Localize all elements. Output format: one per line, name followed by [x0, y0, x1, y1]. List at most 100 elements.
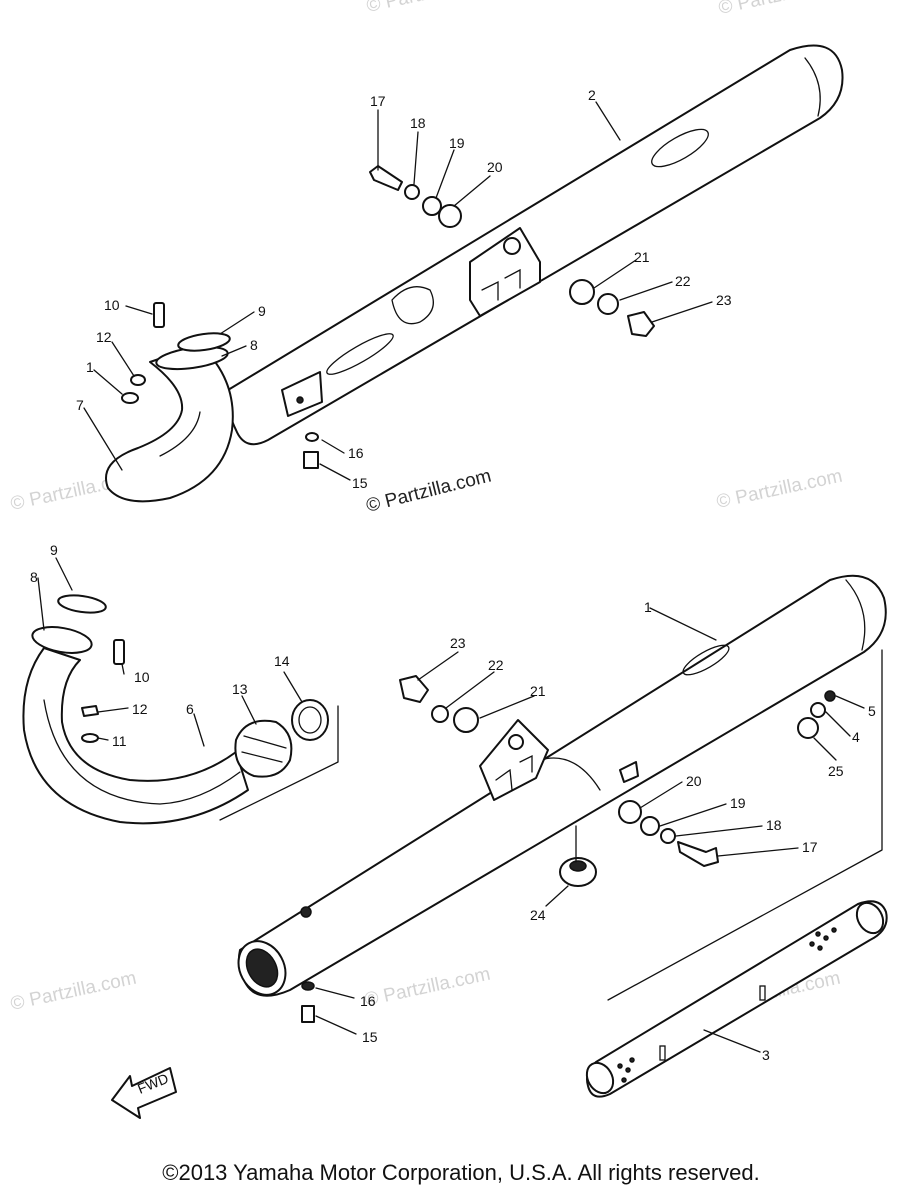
- callout-lower-5: 5: [868, 703, 876, 719]
- baffle-tube-3: [586, 900, 888, 1098]
- callout-upper-10: 10: [104, 297, 120, 313]
- lower-gasket-9: [57, 594, 107, 614]
- callout-lower-4: 4: [852, 729, 860, 745]
- callout-upper-21: 21: [634, 249, 650, 265]
- lower-washer-16: [301, 981, 315, 991]
- watermark-top-center: © Partzilla.com: [365, 0, 495, 17]
- callout-lower-3: 3: [762, 1047, 770, 1063]
- callout-upper-1: 1: [86, 359, 94, 375]
- lower-grommet-24-hole: [569, 860, 587, 872]
- callout-lower-19: 19: [730, 795, 746, 811]
- lower-leader-lines: [37, 557, 865, 1053]
- callout-upper-20: 20: [487, 159, 503, 175]
- lower-bolt-17: [677, 841, 719, 867]
- fwd-arrow-icon: [111, 1067, 177, 1119]
- upper-washer-18: [404, 184, 420, 200]
- upper-pipe-curve-line: [159, 411, 201, 457]
- fwd-arrow-marker: FWD: [111, 1067, 177, 1119]
- callout-upper-23: 23: [716, 292, 732, 308]
- lower-nut-23: [399, 675, 429, 703]
- callout-upper-12: 12: [96, 329, 112, 345]
- callout-upper-19: 19: [449, 135, 465, 151]
- callout-lower-18: 18: [766, 817, 782, 833]
- lower-bracket-detail: [495, 754, 533, 791]
- callout-lower-11: 11: [112, 733, 127, 749]
- callout-upper-7: 7: [76, 397, 84, 413]
- upper-hanger-hole: [296, 396, 304, 404]
- upper-nut-23: [627, 311, 655, 337]
- lower-nut-12: [81, 705, 99, 717]
- upper-leader-lines: [83, 101, 713, 481]
- lower-muffler-assembly: [22, 574, 888, 1098]
- upper-washer-1: [121, 392, 139, 404]
- upper-washer-20: [438, 204, 462, 228]
- callout-lower-13: 13: [232, 681, 248, 697]
- callout-lower-16: 16: [360, 993, 376, 1009]
- baffle-slot-1: [659, 1045, 666, 1061]
- upper-muffler-stamp: [391, 286, 434, 325]
- baffle-perforations: [617, 927, 837, 1083]
- lower-bracket-hole: [508, 734, 524, 750]
- lower-side-tab: [619, 761, 639, 783]
- lower-pipe-guide-lines: [219, 705, 339, 821]
- callout-lower-22: 22: [488, 657, 504, 673]
- lower-pipe-flange-8: [31, 626, 93, 654]
- callout-lower-20: 20: [686, 773, 702, 789]
- callout-lower-1: 1: [644, 599, 652, 615]
- upper-bracket-hole: [503, 237, 521, 255]
- callout-upper-22: 22: [675, 273, 691, 289]
- lower-exhaust-pipe: [22, 647, 249, 825]
- lower-washer-18: [660, 828, 676, 844]
- callout-lower-9: 9: [50, 542, 58, 558]
- lower-washer-19: [640, 816, 660, 836]
- upper-callouts: 17 18 19 20 2 21 22 23 10 9 12 8 1 7 16 …: [76, 87, 732, 491]
- lower-muffler-end-cap: [245, 948, 279, 988]
- upper-screw-15: [303, 451, 319, 469]
- baffle-slot-2: [759, 985, 766, 1001]
- lower-muffler-endcap-line: [845, 579, 866, 651]
- upper-washer-16: [305, 432, 319, 442]
- lower-stud-10: [113, 639, 125, 665]
- callout-upper-8: 8: [250, 337, 258, 353]
- callout-lower-17: 17: [802, 839, 818, 855]
- lower-ring-14-inner: [298, 706, 322, 734]
- upper-washer-22: [597, 293, 619, 315]
- watermark-center-bottom: © Partzilla.com: [363, 964, 493, 1011]
- upper-gasket-9: [177, 332, 231, 352]
- upper-exhaust-pipe: [105, 344, 234, 503]
- upper-hanger-tab: [281, 371, 323, 417]
- baffle-end-cap-outer: [855, 901, 885, 935]
- callout-lower-10: 10: [134, 669, 150, 685]
- callout-lower-14: 14: [274, 653, 290, 669]
- callout-upper-18: 18: [410, 115, 426, 131]
- lower-washer-4: [810, 702, 826, 718]
- upper-muffler-oval-mark: [651, 128, 709, 168]
- callout-lower-6: 6: [186, 701, 194, 717]
- upper-muffler-lower-mark: [326, 333, 394, 375]
- upper-grommet-21: [569, 279, 595, 305]
- callout-upper-16: 16: [348, 445, 364, 461]
- lower-washer-5: [824, 690, 836, 702]
- upper-bolt-17: [369, 165, 403, 191]
- callout-upper-17: 17: [370, 93, 386, 109]
- lower-muffler-body: [237, 574, 887, 997]
- lower-washer-22: [431, 705, 449, 723]
- lower-muffler-side-boss: [300, 906, 312, 918]
- watermark-main: © Partzilla.com: [364, 466, 493, 517]
- lower-clamp-band: [241, 735, 287, 763]
- callout-lower-8: 8: [30, 569, 38, 585]
- watermark-right-top: © Partzilla.com: [715, 466, 845, 513]
- lower-muffler-oval-mark: [682, 644, 730, 676]
- callout-lower-12: 12: [132, 701, 148, 717]
- lower-grommet-24: [559, 857, 597, 887]
- watermark-left-bottom: © Partzilla.com: [9, 968, 139, 1015]
- callout-upper-9: 9: [258, 303, 266, 319]
- lower-guide-lines: [607, 649, 883, 1001]
- upper-muffler-endcap-line: [804, 57, 821, 117]
- callout-lower-21: 21: [530, 683, 546, 699]
- upper-mount-bracket: [469, 227, 541, 317]
- watermark-top-right: © Partzilla.com: [717, 0, 847, 19]
- lower-clamp-13: [234, 719, 293, 778]
- lower-grommet-21: [453, 707, 479, 733]
